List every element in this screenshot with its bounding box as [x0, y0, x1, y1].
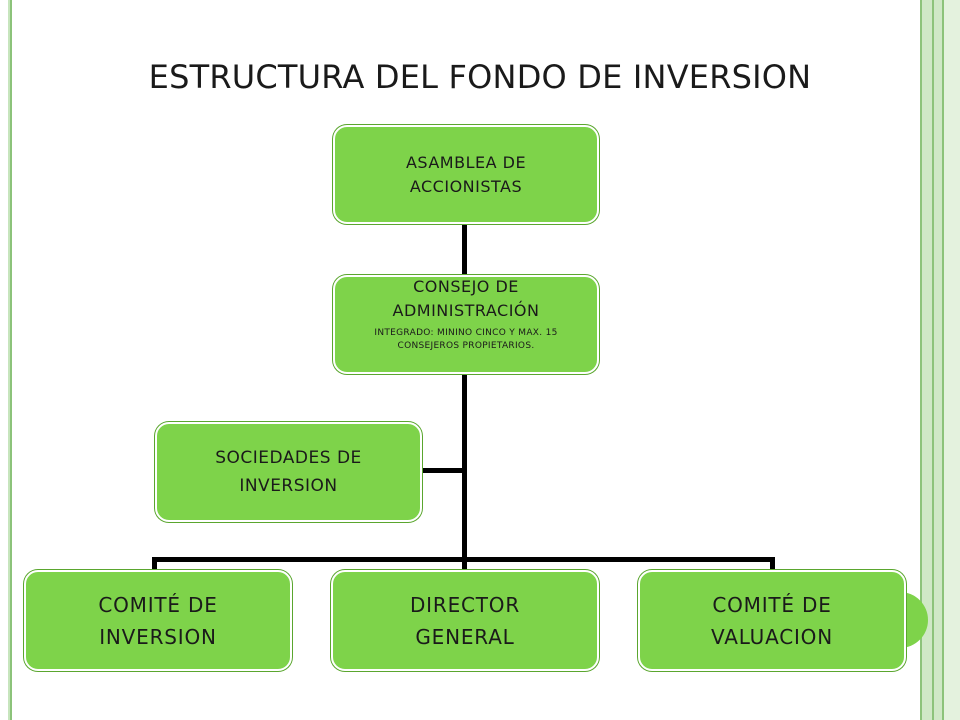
connector-sociedades [420, 468, 466, 473]
slide-title: ESTRUCTURA DEL FONDO DE INVERSION [148, 58, 812, 96]
sociedades-line2: INVERSION [239, 476, 338, 496]
consejo-line1: CONSEJO DE [413, 277, 519, 296]
asamblea-line1: ASAMBLEA DE [405, 152, 527, 172]
connector-asamblea-consejo [462, 222, 467, 278]
comite-valuacion-box: COMITÉ DE VALUACION [638, 570, 906, 671]
comite-inversion-line1: COMITÉ DE [98, 592, 218, 617]
consejo-administracion-box: CONSEJO DE ADMINISTRACIÓN INTEGRADO: MIN… [333, 275, 599, 374]
sociedades-inversion-box: SOCIEDADES DE INVERSION [155, 422, 422, 522]
director-general-box: DIRECTOR GENERAL [331, 570, 599, 671]
asamblea-accionistas-box: ASAMBLEA DE ACCIONISTAS [333, 125, 599, 224]
slide-right-border [918, 0, 960, 720]
director-general-line1: DIRECTOR [409, 592, 521, 617]
comite-valuacion-line1: COMITÉ DE [712, 592, 832, 617]
connector-director-general [462, 557, 467, 573]
connector-comite-inversion [152, 557, 157, 573]
sociedades-line1: SOCIEDADES DE [215, 448, 362, 468]
comite-inversion-box: COMITÉ DE INVERSION [24, 570, 292, 671]
asamblea-line2: ACCIONISTAS [409, 176, 523, 196]
connector-comite-valuacion [770, 557, 775, 573]
director-general-line2: GENERAL [415, 624, 515, 649]
consejo-note: INTEGRADO: MININO CINCO Y MAX. 15 CONSEJ… [374, 328, 558, 351]
comite-inversion-line2: INVERSION [99, 624, 217, 649]
comite-valuacion-line2: VALUACION [711, 624, 833, 649]
consejo-line2: ADMINISTRACIÓN [392, 301, 540, 320]
slide-left-border [0, 0, 12, 720]
connector-consejo-trunk [462, 372, 467, 562]
